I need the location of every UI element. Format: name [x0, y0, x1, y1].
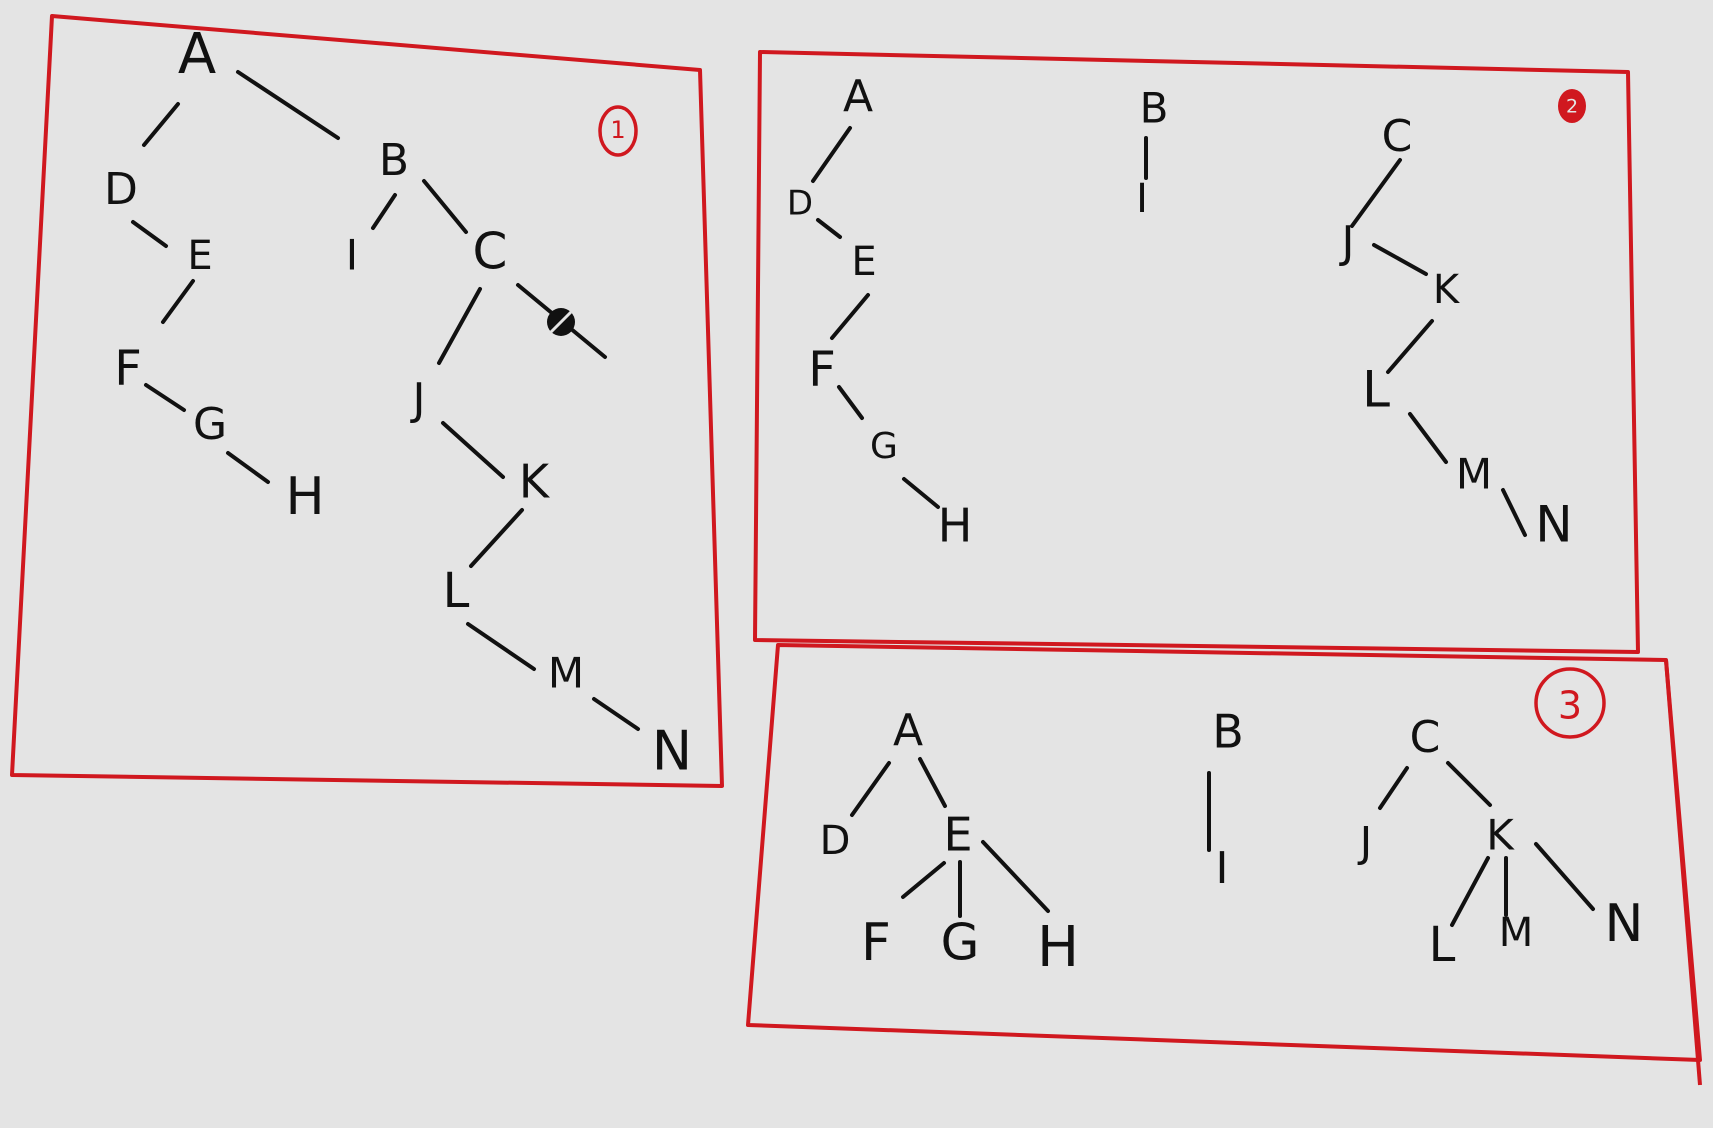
node-E: E — [851, 239, 876, 285]
node-H: H — [938, 499, 973, 553]
edge-M-N — [1501, 488, 1527, 537]
node-G: G — [193, 399, 227, 450]
node-M: M — [548, 649, 584, 698]
node-B: B — [1212, 705, 1244, 759]
node-C: C — [473, 223, 508, 281]
node-B: B — [1140, 84, 1169, 133]
edge-K-L — [1386, 319, 1434, 374]
panel-2-trees: A D E F G H B I C J K L M N — [787, 71, 1573, 554]
edge-K-N — [1534, 842, 1595, 911]
edge-K-L — [1450, 856, 1490, 927]
panel-1-tree: A B C D E F G H I J K L M N — [104, 22, 692, 783]
svg-text:2: 2 — [1566, 96, 1578, 118]
panel-1-frame — [10, 14, 724, 788]
node-N: N — [1605, 894, 1644, 954]
panel-2-edges — [811, 126, 1527, 537]
node-I: I — [346, 231, 358, 280]
node-K: K — [1433, 267, 1461, 313]
node-K: K — [519, 455, 551, 509]
svg-text:1: 1 — [610, 116, 625, 144]
node-M: M — [1499, 910, 1534, 956]
node-J: J — [410, 374, 426, 425]
node-D: D — [787, 184, 813, 224]
panel-2-frame — [753, 50, 1640, 654]
node-F: F — [861, 913, 891, 973]
node-D: D — [104, 164, 138, 215]
node-G: G — [870, 426, 898, 467]
panel-2-nodes: A D E F G H B I C J K L M N — [787, 71, 1573, 554]
node-N: N — [1535, 496, 1572, 554]
node-F: F — [808, 342, 836, 398]
node-B: B — [379, 135, 409, 186]
node-E: E — [943, 808, 972, 862]
frame-tail — [1664, 659, 1702, 1086]
node-F: F — [114, 341, 142, 397]
edge-C-J — [1350, 158, 1402, 228]
edge-J-K — [1372, 243, 1428, 276]
node-H: H — [285, 467, 324, 527]
node-E: E — [187, 233, 212, 279]
svg-text:3: 3 — [1558, 684, 1582, 728]
node-N: N — [652, 720, 692, 783]
edge-A-B — [236, 70, 340, 140]
edge-F-G — [144, 383, 186, 412]
panel-3-trees: A D E F G H B I C J K L M N — [820, 705, 1644, 981]
edge-F-G — [837, 385, 864, 420]
node-C: C — [1382, 111, 1413, 162]
edge-J-K — [441, 421, 505, 479]
edge-D-E — [816, 218, 842, 239]
panel-1-number: 1 — [598, 105, 638, 157]
panel-1-nodes: A B C D E F G H I J K L M N — [104, 22, 692, 783]
edge-M-N — [592, 697, 640, 731]
edge-A-D — [850, 761, 891, 817]
node-J: J — [1339, 217, 1355, 268]
node-L: L — [1429, 917, 1456, 973]
node-A: A — [893, 705, 923, 756]
node-A: A — [178, 22, 216, 87]
panel-2-number: 2 — [1558, 89, 1586, 123]
edge-L-M — [1408, 412, 1448, 464]
panel-3-edges — [850, 757, 1595, 927]
node-J: J — [1357, 818, 1372, 867]
node-C: C — [1410, 712, 1441, 763]
edge-A-E — [918, 757, 947, 808]
edge-D-E — [131, 220, 168, 248]
edge-E-F — [830, 293, 870, 340]
edge-A-D — [142, 102, 180, 147]
edge-B-I — [371, 193, 397, 230]
node-A: A — [843, 71, 873, 122]
node-L: L — [1362, 361, 1390, 419]
panel-3-number: 3 — [1534, 667, 1606, 739]
edge-E-F — [161, 279, 195, 324]
node-I: I — [1136, 176, 1148, 222]
node-M: M — [1456, 450, 1492, 499]
edge-K-L — [469, 508, 524, 568]
edge-E-H — [981, 840, 1050, 913]
null-marker — [547, 308, 575, 336]
node-I: I — [1216, 843, 1229, 894]
edge-A-D — [811, 126, 852, 183]
edge-L-M — [466, 622, 536, 671]
node-K: K — [1486, 811, 1515, 860]
node-D: D — [820, 818, 851, 864]
panel-1-edges — [131, 70, 640, 731]
panel-3-nodes: A D E F G H B I C J K L M N — [820, 705, 1644, 981]
edge-G-H — [226, 451, 270, 484]
node-G: G — [941, 914, 980, 972]
edge-B-C — [422, 179, 468, 234]
edge-G-H — [902, 477, 940, 509]
node-L: L — [443, 563, 470, 619]
edge-C-J — [1378, 766, 1409, 810]
edge-E-F — [901, 861, 946, 899]
edge-C-J — [437, 287, 482, 365]
node-H: H — [1037, 915, 1079, 980]
edge-C-K — [1446, 761, 1492, 807]
